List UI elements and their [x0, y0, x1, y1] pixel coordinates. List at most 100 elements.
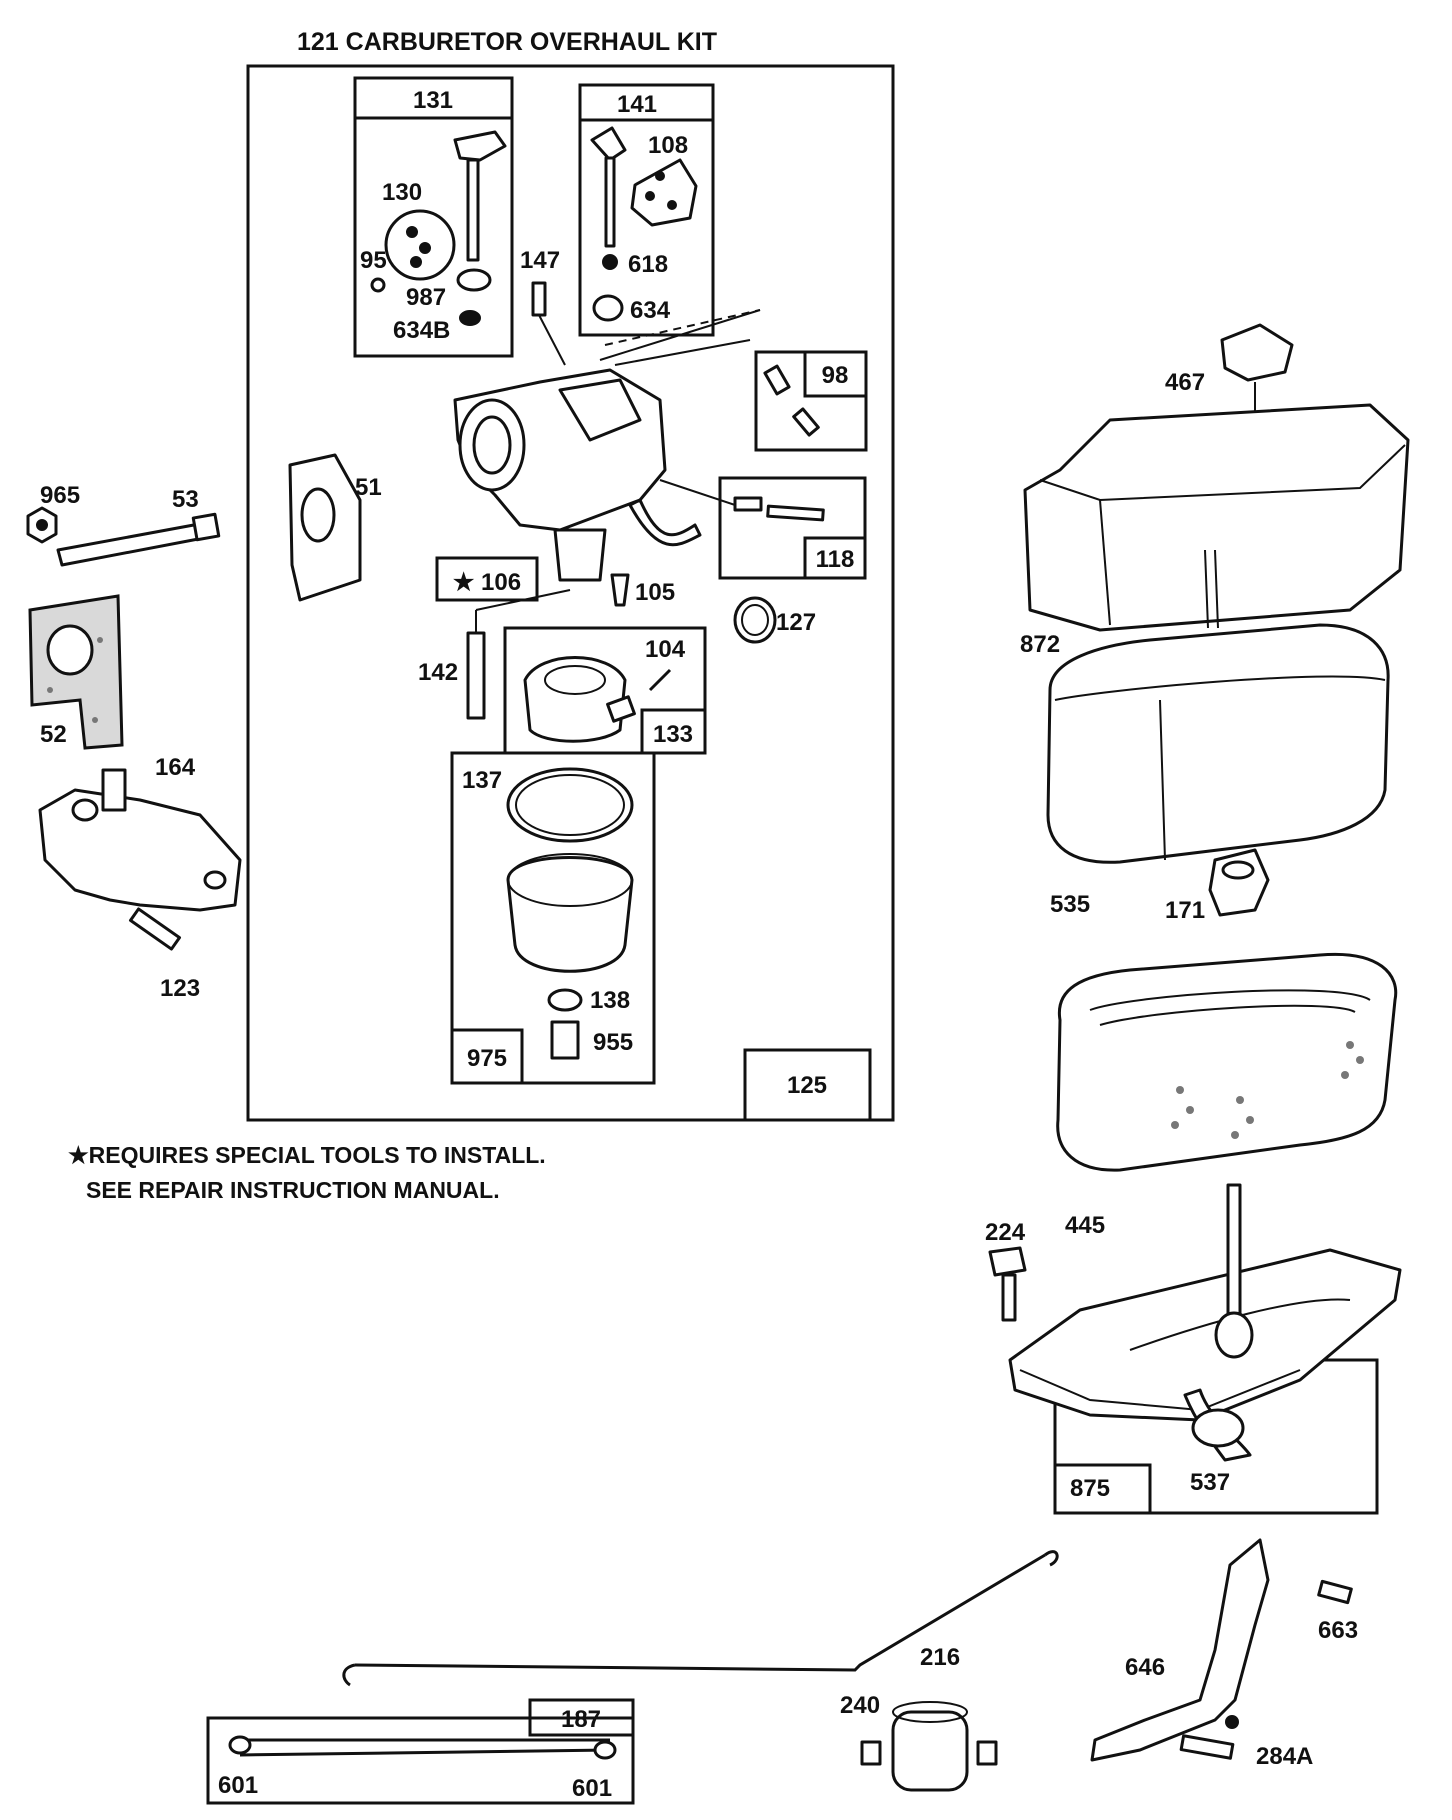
cover-872: 872 [1020, 403, 1410, 658]
label-108: 108 [648, 132, 688, 159]
stud-53: 53 [56, 486, 221, 567]
label-123: 123 [160, 975, 200, 1002]
nut-965: 965 [26, 482, 80, 544]
box-187: 187 601 601 [206, 1698, 635, 1805]
part-634 [592, 294, 624, 322]
box-125: 125 [743, 1048, 872, 1122]
label-98: 98 [822, 362, 849, 389]
box-133: 133 104 [503, 626, 707, 755]
note-line-2: SEE REPAIR INSTRUCTION MANUAL. [86, 1177, 500, 1203]
label-955: 955 [593, 1029, 633, 1056]
label-105: 105 [635, 579, 675, 606]
label-171: 171 [1165, 897, 1205, 924]
throttle-lever [590, 126, 627, 162]
bracket-646: 646 [1090, 1538, 1270, 1762]
screw-123: 123 [129, 907, 200, 1002]
screw-98 [792, 407, 820, 437]
label-104: 104 [645, 636, 686, 663]
label-52: 52 [40, 721, 67, 748]
bolt-224: 224 [985, 1219, 1027, 1322]
part-618 [602, 254, 618, 270]
box-975: 975 137 138 955 [450, 751, 656, 1085]
ring-127: 127 [733, 596, 816, 644]
filter-445: 445 [1056, 952, 1398, 1239]
label-875: 875 [1070, 1475, 1110, 1502]
box-118: 118 [718, 476, 867, 580]
label-535: 535 [1050, 891, 1090, 918]
label-141: 141 [617, 91, 657, 118]
box-141: 141 108 618 634 [578, 83, 715, 337]
label-164: 164 [155, 754, 196, 781]
needle-105: 105 [610, 573, 675, 607]
screw-147: 147 [520, 247, 566, 366]
rod-216: 216 [342, 1550, 1059, 1687]
gasket-137 [506, 767, 634, 843]
knob-467: 467 [1165, 323, 1294, 460]
label-125: 125 [787, 1072, 827, 1099]
screw-663: 663 [1317, 1579, 1358, 1644]
shaft-part [466, 158, 480, 262]
label-187: 187 [561, 1706, 601, 1733]
clamp-537 [1191, 1408, 1245, 1448]
kit-frame [246, 64, 895, 1122]
label-601-right: 601 [572, 1775, 612, 1802]
label-53: 53 [172, 486, 199, 513]
choke-lever [453, 130, 507, 162]
label-106: ★ 106 [453, 569, 521, 596]
washer-138 [547, 988, 583, 1012]
label-467: 467 [1165, 369, 1205, 396]
label-634: 634 [630, 297, 671, 324]
gasket-52: 52 [28, 594, 124, 750]
label-224: 224 [985, 1219, 1026, 1246]
label-118: 118 [816, 546, 855, 573]
label-618: 618 [628, 251, 668, 278]
seal-987 [456, 268, 492, 292]
label-284a: 284A [1256, 1743, 1313, 1770]
box-131: 131 130 95 987 634B [353, 76, 514, 358]
float-bowl [506, 856, 634, 973]
label-137: 137 [462, 767, 502, 794]
seal-634b [459, 310, 481, 326]
label-147: 147 [520, 247, 560, 274]
filter-240: 240 [840, 1692, 998, 1792]
label-646: 646 [1125, 1654, 1165, 1681]
label-663: 663 [1318, 1617, 1358, 1644]
label-138: 138 [590, 987, 630, 1014]
label-634b: 634B [393, 317, 450, 344]
spring-98 [763, 364, 791, 396]
label-133: 133 [653, 721, 693, 748]
label-95: 95 [360, 247, 387, 274]
box-98: 98 [754, 350, 868, 452]
bolt-955 [550, 1020, 580, 1060]
base-875: 875 537 [1008, 1183, 1402, 1515]
tube-142: 142 [418, 589, 571, 720]
label-216: 216 [920, 1644, 960, 1671]
label-142: 142 [418, 659, 458, 686]
label-131: 131 [413, 87, 453, 114]
label-127: 127 [776, 609, 816, 636]
grommet-171: 171 [1165, 848, 1270, 924]
plate-108 [630, 158, 698, 227]
gasket-51: 51 [288, 453, 382, 602]
label-965: 965 [40, 482, 80, 509]
label-51: 51 [355, 474, 382, 501]
intake-164: 164 [38, 754, 242, 912]
screw-284a: 284A [1179, 1734, 1313, 1770]
label-537: 537 [1190, 1469, 1230, 1496]
label-445: 445 [1065, 1212, 1105, 1239]
spring-118 [733, 496, 763, 512]
part-95 [370, 277, 386, 293]
label-240: 240 [840, 1692, 880, 1719]
carburetor-body [453, 309, 761, 582]
screw-118 [766, 504, 825, 522]
label-130: 130 [382, 179, 422, 206]
note-line-1: ★REQUIRES SPECIAL TOOLS TO INSTALL. [68, 1142, 546, 1168]
box-106: ★ 106 [435, 556, 539, 602]
label-987: 987 [406, 284, 446, 311]
diagram-title: 121 CARBURETOR OVERHAUL KIT [297, 28, 717, 56]
label-601-left: 601 [218, 1772, 258, 1799]
label-975: 975 [467, 1045, 507, 1072]
label-872: 872 [1020, 631, 1060, 658]
float [523, 656, 627, 743]
